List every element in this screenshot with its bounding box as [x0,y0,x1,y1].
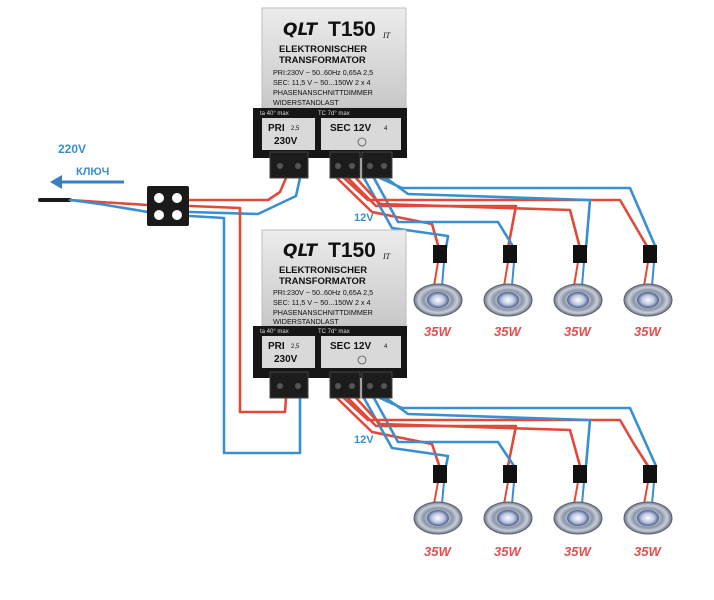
transformer-2-spec3: PHASENANSCHNITTDIMMER [273,308,373,317]
transformer-2-sec-label: SEC 12V [330,341,371,352]
t2-live-in [188,204,288,414]
lamp-connector [503,465,517,483]
transformer-2-pri-gauge: 2,5 [291,344,300,350]
transformer-1-pri-voltage: 230V [274,136,298,147]
transformer-1-out-voltage: 12V [354,212,374,224]
transformer-2-sec-terminal-b [361,371,393,399]
lamp-power-label: 35W [494,544,522,559]
t1-sec-blue-d [384,176,592,250]
mains-neutral [68,198,150,214]
lamp-connector [643,465,657,483]
t1-sec-red-d [354,176,582,250]
wires [38,176,658,505]
t1-sec-red-c [342,176,650,250]
transformer-2: QLT T150 IT ELEKTRONISCHER TRANSFORMATOR… [253,229,407,399]
halogen-lamp-icon [553,501,603,535]
transformer-1: QLT T150 IT ELEKTRONISCHER TRANSFORMATOR… [253,7,407,179]
t2-sec-blue-d [384,396,592,468]
halogen-lamp-icon [483,283,533,317]
t2-sec-red-d [354,396,582,468]
transformer-1-pri-label: PRI [268,123,285,134]
lamp-power-label: 35W [564,544,592,559]
halogen-lamp-icon [413,283,463,317]
transformer-1-spec2: SEC: 11,5 V ~ 50...150W 2 x 4 [273,78,371,87]
transformer-2-pri-label: PRI [268,341,285,352]
transformer-1-sec-gauge: 4 [384,126,388,132]
transformer-2-sec-gauge: 4 [384,344,388,350]
transformer-1-sec-terminal-b [361,151,393,179]
switch-label: КЛЮЧ [76,166,109,178]
transformer-1-pri-gauge: 2,5 [291,126,300,132]
transformer-2-pri-voltage: 230V [274,354,298,365]
t2-sec-blue-c [378,396,658,468]
transformer-1-model-suffix: IT [382,31,391,40]
transformer-2-line2: TRANSFORMATOR [279,276,366,287]
lamp-power-label: 35W [564,324,592,339]
transformer-2-pri-terminal [269,371,309,399]
transformer-1-line1: ELEKTRONISCHER [279,44,367,55]
lamp-power-label: 35W [634,324,662,339]
halogen-lamp-icon [413,501,463,535]
transformer-1-spec1: PRI:230V ~ 50..60Hz 0,65A 2,5 [273,68,373,77]
transformer-2-spec1: PRI:230V ~ 50..60Hz 0,65A 2,5 [273,288,373,297]
transformer-2-ta: ta 40° max [260,329,289,335]
transformer-2-tc: TC 7d° max [318,329,350,335]
transformer-2-line1: ELEKTRONISCHER [279,265,367,276]
t2-sec-red-c [342,396,650,468]
halogen-lamp-icon [553,283,603,317]
halogen-lamp-icon [623,501,673,535]
lamp-connector [643,245,657,263]
t2-sec-red-a [335,396,442,470]
lamp-connector [503,245,517,263]
t1-sec-red-a [335,176,442,254]
direction-arrow-icon [50,175,124,189]
t1-sec-blue-c [378,176,658,250]
lamp-row-1: 35W 35W 35W 35W [413,245,673,339]
halogen-lamp-icon [483,501,533,535]
lamp-power-label: 35W [424,324,452,339]
lamp-connector [433,465,447,483]
transformer-1-ta: ta 40° max [260,111,289,117]
transformer-1-brand: QLT [283,20,318,40]
t2-neutral-in [188,214,302,455]
transformer-2-model-suffix: IT [382,252,391,261]
transformer-1-tc: TC 7d° max [318,111,350,117]
transformer-2-spec4: WIDERSTANDLAST [273,317,339,326]
transformer-2-out-voltage: 12V [354,434,374,446]
transformer-1-pri-terminal [269,151,309,179]
lamp-connector [573,465,587,483]
lamp-power-label: 35W [494,324,522,339]
lamp-row-2: 35W 35W 35W 35W [413,465,673,559]
transformer-1-sec-terminal-a [329,151,361,179]
lamp-power-label: 35W [424,544,452,559]
transformer-1-spec4: WIDERSTANDLAST [273,98,339,107]
switch-terminal-block [147,186,189,226]
transformer-1-spec3: PHASENANSCHNITTDIMMER [273,88,373,97]
transformer-2-spec2: SEC: 11,5 V ~ 50...150W 2 x 4 [273,298,371,307]
lamp-power-label: 35W [634,544,662,559]
transformer-1-model: T150 [328,18,376,41]
transformer-1-label [261,7,407,109]
transformer-1-line2: TRANSFORMATOR [279,55,366,66]
lamp-connector [573,245,587,263]
transformer-2-sec-terminal-a [329,371,361,399]
transformer-2-brand: QLT [283,241,318,261]
lamp-connector [433,245,447,263]
mains-voltage-label: 220V [58,142,86,156]
transformer-2-model: T150 [328,239,376,262]
t1-neutral-in [188,176,302,216]
halogen-lamp-icon [623,283,673,317]
t1-live-in [188,176,288,202]
transformer-1-sec-label: SEC 12V [330,123,371,134]
